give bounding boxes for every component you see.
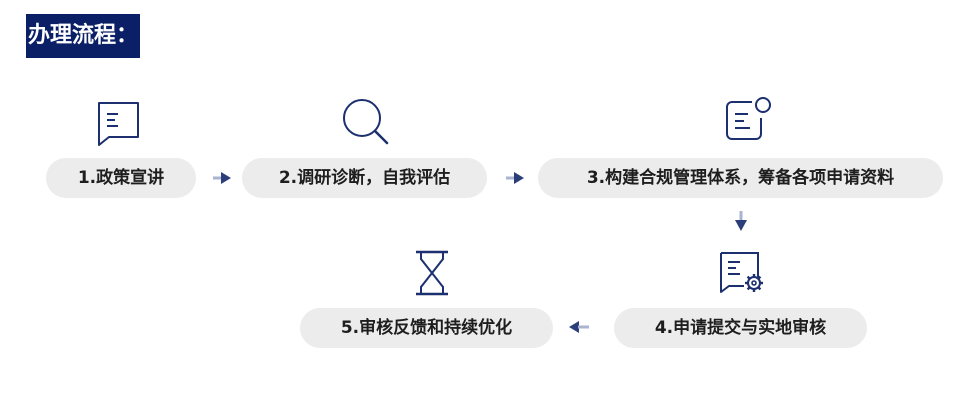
arrow-left-icon — [569, 321, 589, 333]
hourglass-icon — [414, 249, 450, 297]
step-1-label: 1.政策宣讲 — [77, 168, 165, 188]
page-title: 办理流程： — [26, 14, 140, 58]
step-4-label: 4.申请提交与实地审核 — [654, 318, 827, 338]
step-3-pill: 3.构建合规管理体系，筹备各项申请资料 — [538, 158, 943, 198]
arrow-down-icon — [735, 211, 747, 231]
arrow-right-icon — [506, 172, 524, 184]
step-5-pill: 5.审核反馈和持续优化 — [300, 308, 553, 348]
step-2-pill: 2.调研诊断，自我评估 — [242, 158, 487, 198]
arrow-right-icon — [213, 172, 231, 184]
step-3-label: 3.构建合规管理体系，筹备各项申请资料 — [586, 168, 895, 188]
document-dot-icon — [724, 96, 774, 142]
document-gear-icon — [718, 251, 766, 297]
document-icon — [96, 101, 142, 147]
step-1-pill: 1.政策宣讲 — [46, 158, 196, 198]
search-icon — [342, 98, 390, 146]
step-4-pill: 4.申请提交与实地审核 — [614, 308, 867, 348]
step-5-label: 5.审核反馈和持续优化 — [340, 318, 513, 338]
step-2-label: 2.调研诊断，自我评估 — [278, 168, 451, 188]
